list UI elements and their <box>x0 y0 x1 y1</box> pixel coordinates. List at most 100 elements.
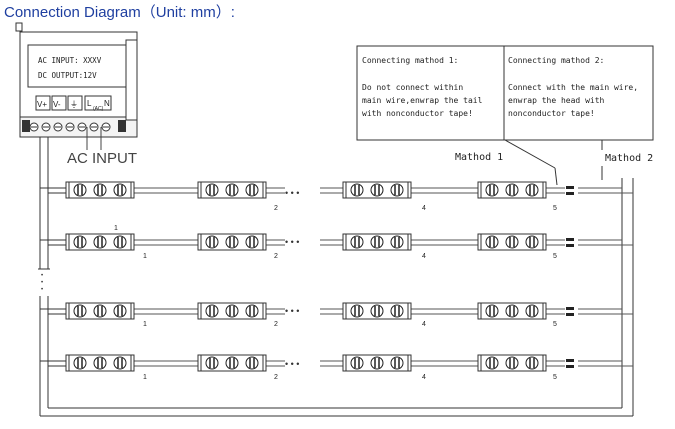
psu-output-spec: DC OUTPUT:12V <box>38 71 97 80</box>
led-icon <box>245 183 259 197</box>
led-icon <box>73 183 87 197</box>
led-icon <box>390 235 404 249</box>
row-1-labels: 2 4 5 • • • <box>274 188 557 212</box>
module-label: 5 <box>553 253 557 260</box>
led-icon <box>370 235 384 249</box>
method2-title: Connecting mathod 2: <box>508 56 604 65</box>
row1-extra-label: 1 <box>114 225 118 232</box>
method1-title: Connecting mathod 1: <box>362 56 458 65</box>
led-icon <box>370 183 384 197</box>
page-title: Connection Diagram（Unit: mm）: <box>4 4 235 21</box>
led-icon <box>505 356 519 370</box>
module-label: 2 <box>274 321 278 328</box>
row-ellipsis: • • • <box>285 306 299 316</box>
led-icon <box>505 304 519 318</box>
led-icon <box>245 356 259 370</box>
led-module-rows <box>40 181 633 372</box>
method-callout-lines <box>504 139 603 186</box>
power-supply <box>15 22 138 138</box>
row-4-labels: 1 2 4 5 • • • <box>143 359 557 381</box>
module-label: 1 <box>143 321 147 328</box>
module-label: 2 <box>274 374 278 381</box>
method2-text-line3: nonconductor tape! <box>508 109 595 118</box>
led-icon <box>370 356 384 370</box>
led-module <box>342 354 412 372</box>
led-icon <box>390 356 404 370</box>
led-icon <box>93 183 107 197</box>
method-note-box <box>356 45 654 141</box>
led-row <box>40 354 633 372</box>
method1-text-line1: Do not connect within <box>362 83 463 92</box>
led-module <box>477 302 547 320</box>
led-icon <box>525 304 539 318</box>
terminal-ac: (AC) <box>93 106 104 112</box>
module-label: 1 <box>143 374 147 381</box>
row-ellipsis: • • • <box>285 237 299 247</box>
wire-end-cap <box>566 244 574 247</box>
led-row <box>40 233 633 251</box>
module-label: 4 <box>422 253 426 260</box>
led-icon <box>73 304 87 318</box>
led-module <box>197 181 267 199</box>
terminal-vminus: V- <box>53 100 61 109</box>
led-module <box>65 181 135 199</box>
module-label: 2 <box>274 253 278 260</box>
led-icon <box>205 235 219 249</box>
led-module <box>65 233 135 251</box>
wire-end-cap <box>566 192 574 195</box>
row-2-labels: 1 2 4 5 • • • <box>143 237 557 260</box>
method1-text-line2: main wire,enwrap the tail <box>362 96 483 105</box>
terminal-vplus: V+ <box>37 100 47 109</box>
psu-input-spec: AC INPUT: XXXV <box>38 56 102 65</box>
led-icon <box>113 356 127 370</box>
led-icon <box>73 356 87 370</box>
module-label: 4 <box>422 205 426 212</box>
led-icon <box>485 356 499 370</box>
wire-end-cap <box>566 365 574 368</box>
led-icon <box>350 356 364 370</box>
method2-text-line1: Connect with the main wire, <box>508 83 638 92</box>
led-icon <box>390 183 404 197</box>
ground-icon: ⏚ <box>70 100 78 109</box>
led-icon <box>225 356 239 370</box>
led-module <box>197 302 267 320</box>
terminal-n: N <box>104 99 110 108</box>
led-icon <box>350 235 364 249</box>
led-icon <box>525 183 539 197</box>
led-module <box>477 181 547 199</box>
led-module <box>197 354 267 372</box>
led-icon <box>350 183 364 197</box>
wire-end-cap <box>566 313 574 316</box>
led-icon <box>245 235 259 249</box>
led-icon <box>113 183 127 197</box>
led-icon <box>485 304 499 318</box>
led-icon <box>350 304 364 318</box>
led-icon <box>485 235 499 249</box>
led-icon <box>93 356 107 370</box>
wire-end-cap <box>566 238 574 241</box>
screw-terminals <box>22 120 126 132</box>
module-label: 4 <box>422 321 426 328</box>
module-label: 5 <box>553 321 557 328</box>
led-module <box>477 233 547 251</box>
module-label: 2 <box>274 205 278 212</box>
module-label: 5 <box>553 205 557 212</box>
psu-mount-tab <box>22 120 30 132</box>
led-icon <box>205 183 219 197</box>
led-module <box>65 302 135 320</box>
psu-mount-tab <box>118 120 126 132</box>
method1-label: Mathod 1 <box>455 152 503 163</box>
vertical-ellipsis-3: • <box>41 287 43 293</box>
vertical-ellipsis-1: • <box>41 273 43 279</box>
module-label: 5 <box>553 374 557 381</box>
led-icon <box>225 304 239 318</box>
module-label: 1 <box>143 253 147 260</box>
led-icon <box>205 356 219 370</box>
row-3-labels: 1 2 4 5 • • • <box>143 306 557 328</box>
led-module <box>197 233 267 251</box>
led-icon <box>113 304 127 318</box>
led-row <box>40 302 633 320</box>
led-icon <box>525 235 539 249</box>
led-icon <box>390 304 404 318</box>
led-icon <box>505 183 519 197</box>
